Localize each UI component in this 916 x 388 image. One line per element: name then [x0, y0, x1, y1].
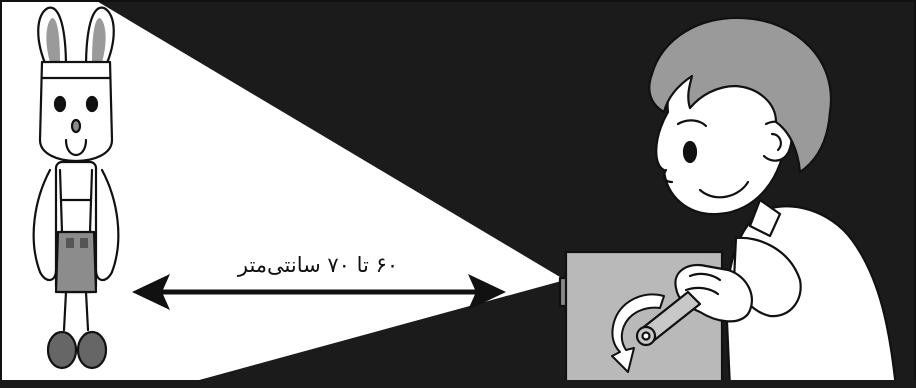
toy-pants	[56, 232, 96, 292]
crank-hub-center	[643, 333, 650, 340]
bottom-strip	[0, 380, 916, 388]
boy-eye	[684, 142, 696, 162]
toy-left-foot	[48, 332, 76, 368]
toy-right-button	[80, 238, 88, 248]
toy-right-foot	[78, 332, 106, 368]
toy-nose	[72, 120, 80, 132]
toy-mouth	[66, 140, 86, 155]
toy-left-button	[66, 238, 74, 248]
toy-left-eye	[55, 97, 65, 111]
distance-label: ۶۰ تا ۷۰ سانتی‌متر	[237, 253, 398, 277]
toy-right-eye	[87, 97, 97, 111]
